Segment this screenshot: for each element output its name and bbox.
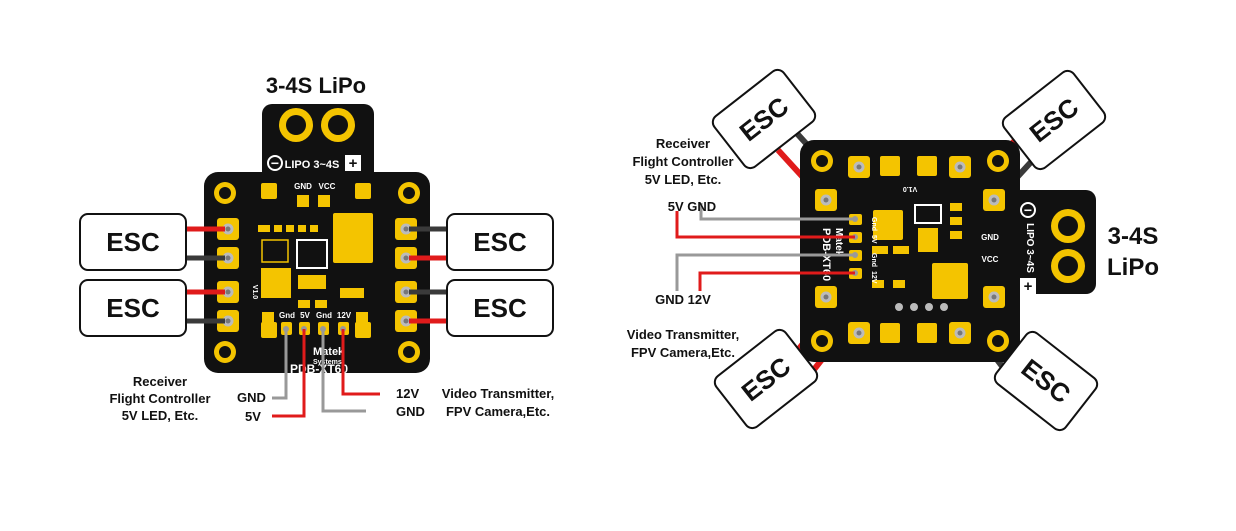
left-esc-label-3: ESC <box>473 227 527 257</box>
left-minus-sign: − <box>271 155 279 171</box>
right-brand-label: Matek <box>833 228 844 257</box>
right-minus-icon <box>1020 202 1036 218</box>
left-wire-gnd-label: GND <box>237 390 266 405</box>
left-receiver-line-3: 5V LED, Etc. <box>122 408 199 423</box>
left-video-line-1: Video Transmitter, <box>442 386 554 401</box>
left-esc-label-4: ESC <box>473 293 527 323</box>
right-battery-title-line-1: 3-4S <box>1108 223 1159 250</box>
left-xt60-pad-positive <box>321 108 355 142</box>
left-esc-label-1: ESC <box>106 227 160 257</box>
right-pad-label-gnd2: Gnd <box>870 253 877 267</box>
left-plus-sign: + <box>349 155 358 172</box>
right-wire-5v-gnd-label: 5V GND <box>668 199 716 214</box>
left-pcb <box>204 172 430 373</box>
right-receiver-line-3: 5V LED, Etc. <box>645 172 722 187</box>
left-esc-bottom-right: ESC <box>446 279 554 337</box>
right-receiver-line-2: Flight Controller <box>632 154 733 169</box>
right-esc-bottom-right: ESC <box>993 330 1099 432</box>
right-pad-label-5v: 5V <box>870 235 877 244</box>
right-gnd-side-label: GND <box>981 233 999 242</box>
left-pad-label-12v: 12V <box>337 311 352 320</box>
left-wire-12v-label: 12V <box>396 386 419 401</box>
left-version-label: V1.0 <box>251 285 258 300</box>
left-diagram: 3-4S LiPo − LIPO 3~4S + GND VCC <box>79 73 554 424</box>
left-wire-5v-label: 5V <box>245 409 261 424</box>
right-plus-box <box>1020 278 1036 294</box>
right-diagram: − LIPO 3~4S + V1.0 GND VCC <box>627 68 1159 432</box>
left-pad-label-gnd1: Gnd <box>279 311 295 320</box>
left-battery-title: 3-4S LiPo <box>266 73 366 98</box>
right-lipo-label: LIPO 3~4S <box>1024 223 1035 273</box>
right-plus-sign: + <box>1024 278 1033 295</box>
left-xt60-pad-negative <box>279 108 313 142</box>
right-pad-label-gnd1: Gnd <box>870 217 877 231</box>
right-receiver-line-1: Receiver <box>656 136 710 151</box>
left-gnd-top-label: GND <box>294 182 312 191</box>
left-esc-top-right: ESC <box>446 213 554 271</box>
right-esc-top-right: ESC <box>1001 69 1107 171</box>
left-wire-gnd2-label: GND <box>396 404 425 419</box>
left-pad-label-5v: 5V <box>300 311 310 320</box>
left-receiver-line-2: Flight Controller <box>109 391 210 406</box>
right-vcc-side-label: VCC <box>982 255 999 264</box>
left-plus-box <box>345 155 361 171</box>
right-version-label: V1.0 <box>903 185 918 192</box>
left-esc-label-2: ESC <box>106 293 160 323</box>
right-video-line-1: Video Transmitter, <box>627 327 739 342</box>
right-xt60-pad-negative <box>1051 209 1085 243</box>
left-pad-label-gnd2: Gnd <box>316 311 332 320</box>
left-brand-sub-label: Systems <box>313 359 342 366</box>
right-video-line-2: FPV Camera,Etc. <box>631 345 735 360</box>
left-esc-bottom-left: ESC <box>79 279 187 337</box>
right-esc-top-left: ESC <box>711 68 817 170</box>
left-brand-label: Matek <box>313 346 345 358</box>
left-minus-icon <box>267 155 283 171</box>
right-esc-bottom-left: ESC <box>713 328 819 430</box>
left-receiver-line-1: Receiver <box>133 374 187 389</box>
right-battery-title-line-2: LiPo <box>1107 254 1159 281</box>
left-esc-top-left: ESC <box>79 213 187 271</box>
left-video-line-2: FPV Camera,Etc. <box>446 404 550 419</box>
right-pcb <box>800 140 1020 362</box>
right-pad-label-12v: 12V <box>870 271 877 284</box>
left-lipo-label: LIPO 3~4S <box>285 159 340 171</box>
left-model-label: PDB-XT60 <box>290 362 348 376</box>
left-vcc-top-label: VCC <box>319 182 336 191</box>
right-xt60-pad-positive <box>1051 249 1085 283</box>
right-wire-gnd-12v-label: GND 12V <box>655 292 711 307</box>
right-minus-sign: − <box>1024 202 1032 218</box>
